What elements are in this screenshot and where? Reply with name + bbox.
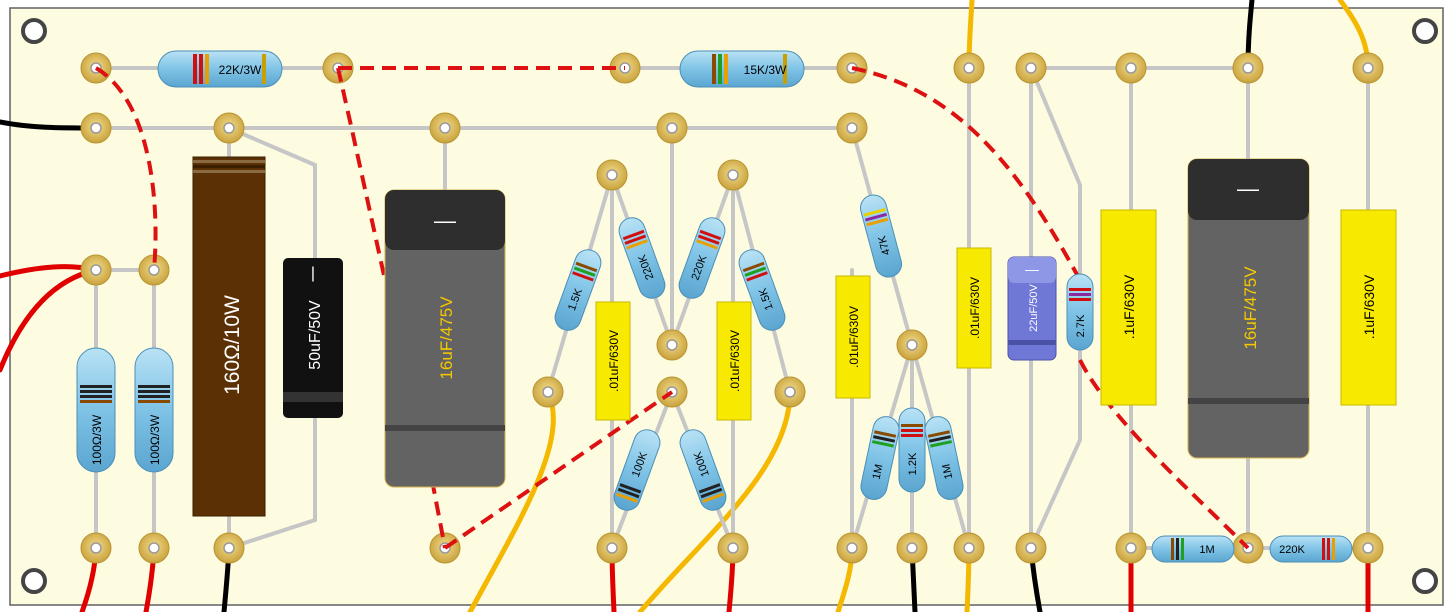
polarity-mark: — <box>1025 261 1039 277</box>
capacitor-16uf-b-label: 16uF/475V <box>1241 266 1260 350</box>
resistor-1k2: 1.2K <box>898 407 926 493</box>
turret-hole <box>1125 62 1137 74</box>
turret-hole <box>542 386 554 398</box>
turret-hole <box>1125 542 1137 554</box>
capacitor-50uf: | 50uF/50V <box>283 258 343 418</box>
resistor-100k-b: 100K <box>679 429 727 511</box>
film-capacitor-01uf-d-label: .01uF/630V <box>968 277 982 339</box>
turret-hole <box>727 169 739 181</box>
mounting-holes <box>21 18 1438 594</box>
turret-hole <box>727 542 739 554</box>
resistor-1k5-b: 1.5K <box>738 249 786 331</box>
turret-hole <box>223 122 235 134</box>
resistor-1k5-a: 1.5K <box>554 249 602 331</box>
film-capacitor-01uf-a-label: .01uF/630V <box>607 330 621 392</box>
resistor-100-ohm-a: 100Ω/3W <box>76 347 116 473</box>
film-capacitor-01uf-c-label: .01uF/630V <box>847 306 861 368</box>
turret-hole <box>906 339 918 351</box>
film-capacitor-01uf-a: .01uF/630V <box>595 301 631 421</box>
film-capacitor-01uf-b-label: .01uF/630V <box>728 330 742 392</box>
film-capacitor-1uf-b: .1uF/630V <box>1340 209 1397 406</box>
red-wire <box>0 267 99 373</box>
polarity-mark: — <box>434 208 456 233</box>
resistor-1m-b-label: 1M <box>940 463 955 480</box>
mounting-hole <box>21 18 47 44</box>
mounting-hole <box>21 568 47 594</box>
capacitor-50uf-label: 50uF/50V <box>307 300 324 370</box>
resistor-1m-a-label: 1M <box>871 463 886 480</box>
film-capacitor-01uf-c: .01uF/630V <box>835 275 871 399</box>
electrolytic-capacitor-16uf-a: — 16uF/475V <box>384 189 506 488</box>
turret-hole <box>90 264 102 276</box>
film-capacitor-1uf-a: .1uF/630V <box>1100 209 1157 406</box>
turret-hole <box>90 542 102 554</box>
turret-hole <box>1362 62 1374 74</box>
turret-hole <box>846 542 858 554</box>
mounting-hole <box>1412 568 1438 594</box>
turret-hole <box>1025 542 1037 554</box>
film-capacitor-1uf-b-label: .1uF/630V <box>1361 274 1377 339</box>
power-resistor-label: 160Ω/10W <box>221 295 244 395</box>
film-capacitor-1uf-a-label: .1uF/630V <box>1121 274 1137 339</box>
turret-hole <box>1362 542 1374 554</box>
film-capacitor-01uf-d: .01uF/630V <box>956 247 992 369</box>
resistor-220k-c-label: 220K <box>1279 544 1305 556</box>
resistor-22k-label: 22K/3W <box>219 63 262 77</box>
turret-hole <box>666 339 678 351</box>
turret-hole <box>148 264 160 276</box>
turret-hole <box>846 122 858 134</box>
turret-hole <box>666 122 678 134</box>
mounting-hole <box>1412 18 1438 44</box>
resistor-100-ohm-b: 100Ω/3W <box>134 347 174 473</box>
resistor-47k: 47K <box>859 194 903 278</box>
turret-hole <box>1025 62 1037 74</box>
resistor-22k: 22K/3W <box>157 50 283 88</box>
resistor-15k: 15K/3W <box>679 50 805 88</box>
capacitor-22uf-label: 22uF/50V <box>1028 283 1040 331</box>
resistor-1k2-label: 1.2K <box>907 452 919 475</box>
resistor-1m-a: 1M <box>860 416 900 500</box>
resistor-220k-c: 220K <box>1269 535 1353 563</box>
turret-hole <box>90 122 102 134</box>
turret-hole <box>148 542 160 554</box>
resistor-220k-b: 220K <box>678 217 726 299</box>
turret-hole <box>439 122 451 134</box>
turret-pads <box>80 52 1384 564</box>
resistor-1m-c: 1M <box>1151 535 1235 563</box>
yellow-wire <box>637 389 793 612</box>
underboard-jumpers <box>94 66 1250 550</box>
film-capacitor-01uf-b: .01uF/630V <box>716 301 752 421</box>
turret-hole <box>223 542 235 554</box>
resistor-100-ohm-b-label: 100Ω/3W <box>148 414 162 465</box>
resistor-100-ohm-a-label: 100Ω/3W <box>90 414 104 465</box>
turret-hole <box>606 542 618 554</box>
turret-hole <box>963 542 975 554</box>
resistor-220k-a: 220K <box>618 217 666 299</box>
resistor-15k-label: 15K/3W <box>744 63 787 77</box>
resistor-1m-b: 1M <box>924 416 964 500</box>
resistor-1m-c-label: 1M <box>1199 544 1214 556</box>
capacitor-16uf-a-label: 16uF/475V <box>437 296 456 380</box>
resistor-2k7-label: 2.7K <box>1075 314 1087 337</box>
resistor-47k-label: 47K <box>876 234 893 257</box>
power-resistor-160-ohm: 160Ω/10W <box>192 156 266 517</box>
turret-hole <box>963 62 975 74</box>
electrolytic-capacitor-16uf-b: — 16uF/475V <box>1187 158 1310 459</box>
turret-hole <box>606 169 618 181</box>
resistor-2k7: 2.7K <box>1066 273 1094 351</box>
turret-hole <box>1242 62 1254 74</box>
turret-hole <box>784 386 796 398</box>
polarity-mark: | <box>311 265 315 282</box>
polarity-mark: — <box>1237 176 1259 201</box>
resistor-100k-a: 100K <box>613 429 661 511</box>
capacitor-22uf: — 22uF/50V <box>1007 256 1057 361</box>
turret-hole <box>906 542 918 554</box>
